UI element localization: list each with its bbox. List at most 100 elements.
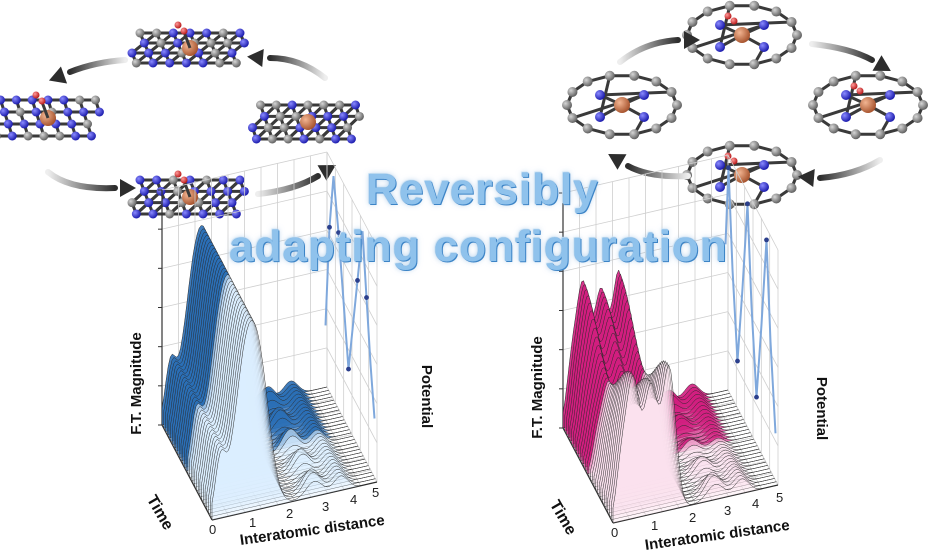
headline-line-1: Reversibly — [366, 165, 599, 214]
potential-point — [754, 394, 759, 400]
potential-point — [336, 230, 341, 236]
left-xtick-5: 5 — [372, 485, 380, 500]
atom-C — [651, 123, 662, 134]
potential-point — [346, 366, 351, 372]
atom-N — [43, 95, 53, 105]
spectrum-curve — [607, 359, 773, 514]
atom-O — [38, 97, 46, 105]
atom-N — [206, 186, 216, 196]
atom-N — [181, 209, 191, 219]
atom-C — [91, 95, 100, 105]
atom-C — [702, 146, 713, 157]
atom-N — [841, 112, 851, 122]
atom-N — [759, 42, 769, 52]
atom-C — [23, 131, 33, 141]
atom-N — [759, 182, 769, 192]
atom-O — [174, 21, 182, 29]
atom-O — [730, 17, 738, 25]
left-xtick-4: 4 — [350, 492, 358, 507]
atom-C — [263, 123, 273, 133]
atom-N — [71, 131, 81, 141]
atom-C — [828, 76, 839, 87]
atom-C — [283, 134, 293, 144]
atom-N — [299, 134, 309, 144]
spectrum-curve — [211, 320, 378, 521]
atom-C — [131, 58, 141, 68]
atom-C — [792, 30, 802, 40]
atom-C — [651, 76, 662, 87]
bond — [817, 93, 891, 120]
atom-C — [786, 183, 797, 194]
atom-N — [86, 131, 96, 141]
atom-C — [749, 0, 760, 11]
cycle-arrow — [45, 169, 118, 192]
arrow-head — [247, 49, 264, 67]
flat-molecule — [562, 70, 682, 140]
atom-N — [841, 90, 851, 100]
atom-C — [567, 113, 578, 124]
right-xtick-0: 0 — [611, 525, 619, 540]
bond — [719, 20, 792, 27]
flat-molecule — [808, 70, 928, 140]
atom-N — [210, 198, 220, 208]
grid-line — [161, 190, 328, 230]
cycle-arrow — [817, 157, 883, 181]
atom-C — [319, 100, 329, 110]
atom-C — [687, 16, 698, 27]
potential-point — [726, 165, 731, 171]
atom-N — [144, 48, 154, 58]
atom-C — [771, 6, 782, 17]
atom-N — [139, 38, 149, 48]
atom-C — [771, 146, 782, 157]
spectrum-curve — [203, 303, 369, 504]
cycle-arrow — [267, 55, 328, 81]
ft-plot-right — [559, 154, 779, 524]
bond — [598, 75, 612, 118]
spectrum-curve — [609, 360, 775, 517]
atom-N — [251, 134, 261, 144]
grid-line — [199, 457, 365, 497]
atom-N — [168, 28, 178, 38]
atom-N — [715, 160, 725, 170]
atom-N — [79, 107, 89, 117]
right-xtick-2: 2 — [689, 510, 697, 525]
atom-C — [702, 53, 713, 64]
atom-C — [828, 123, 839, 134]
atom-C — [168, 175, 178, 185]
atom-C — [666, 86, 677, 97]
spectrum-curve — [604, 361, 770, 507]
atom-C — [724, 59, 735, 70]
atom-N — [173, 38, 183, 48]
atom-N — [94, 107, 104, 117]
atom-N — [160, 48, 170, 58]
spectrum-curve — [210, 316, 376, 518]
atom-C — [604, 129, 615, 140]
atom-C — [604, 70, 615, 81]
atom-N — [148, 58, 158, 68]
left-plabel: Potential — [418, 364, 436, 429]
atom-C — [672, 100, 682, 110]
atom-C — [567, 86, 578, 97]
atom-O — [724, 12, 732, 20]
atom-C — [897, 123, 908, 134]
grid-line — [161, 229, 328, 269]
atom-M — [300, 114, 316, 130]
spectrum-curve — [208, 313, 374, 514]
atom-N — [0, 107, 9, 117]
atom-N — [0, 95, 5, 105]
atom-C — [343, 123, 352, 133]
atom-N — [11, 95, 21, 105]
atom-N — [259, 111, 269, 121]
atom-C — [267, 134, 277, 144]
atom-C — [275, 111, 285, 121]
headline-line-2: adapting configuration — [229, 222, 728, 271]
atom-C — [135, 28, 145, 38]
atom-N — [239, 38, 249, 48]
atom-C — [582, 76, 593, 87]
atom-C — [315, 134, 325, 144]
atom-N — [198, 58, 208, 68]
atom-M — [734, 167, 750, 183]
atom-C — [279, 123, 289, 133]
cycle-arrow — [809, 41, 875, 63]
grid-line — [562, 193, 729, 233]
